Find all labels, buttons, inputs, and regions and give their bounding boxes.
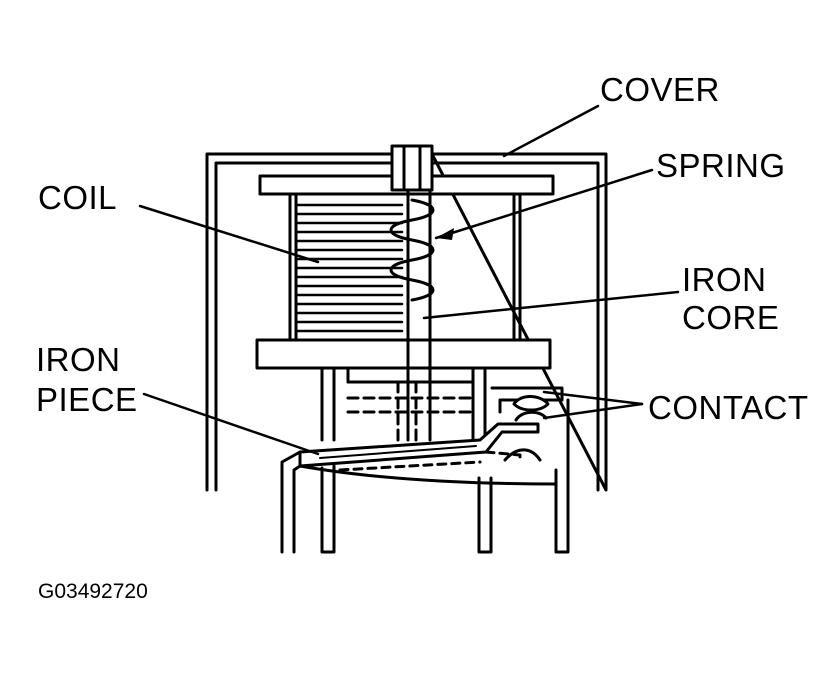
label-iron-piece-line1: IRON [36, 341, 121, 378]
leader-iron-core [422, 290, 680, 320]
core-support [320, 366, 487, 452]
label-iron-piece-line2: PIECE [36, 381, 138, 418]
contacts [490, 386, 564, 422]
leader-lines [138, 104, 680, 456]
terminals [280, 398, 570, 554]
label-spring: SPRING [656, 147, 786, 184]
leader-iron-piece [142, 392, 320, 456]
leader-coil [138, 204, 320, 264]
iron-piece [298, 422, 542, 472]
label-contact: CONTACT [648, 389, 809, 426]
leader-cover [502, 104, 600, 158]
label-cover: COVER [600, 71, 720, 108]
label-iron-core-line1: IRON [682, 261, 767, 298]
label-iron-core-line2: CORE [682, 299, 780, 336]
spring [389, 198, 435, 302]
iron-core [390, 144, 434, 442]
leader-contact-lower [542, 402, 644, 420]
coil-windings [294, 203, 404, 333]
figure-code: G03492720 [38, 580, 148, 603]
leader-contact-upper [542, 390, 644, 406]
leader-spring [434, 168, 654, 240]
label-coil: COIL [38, 179, 118, 216]
